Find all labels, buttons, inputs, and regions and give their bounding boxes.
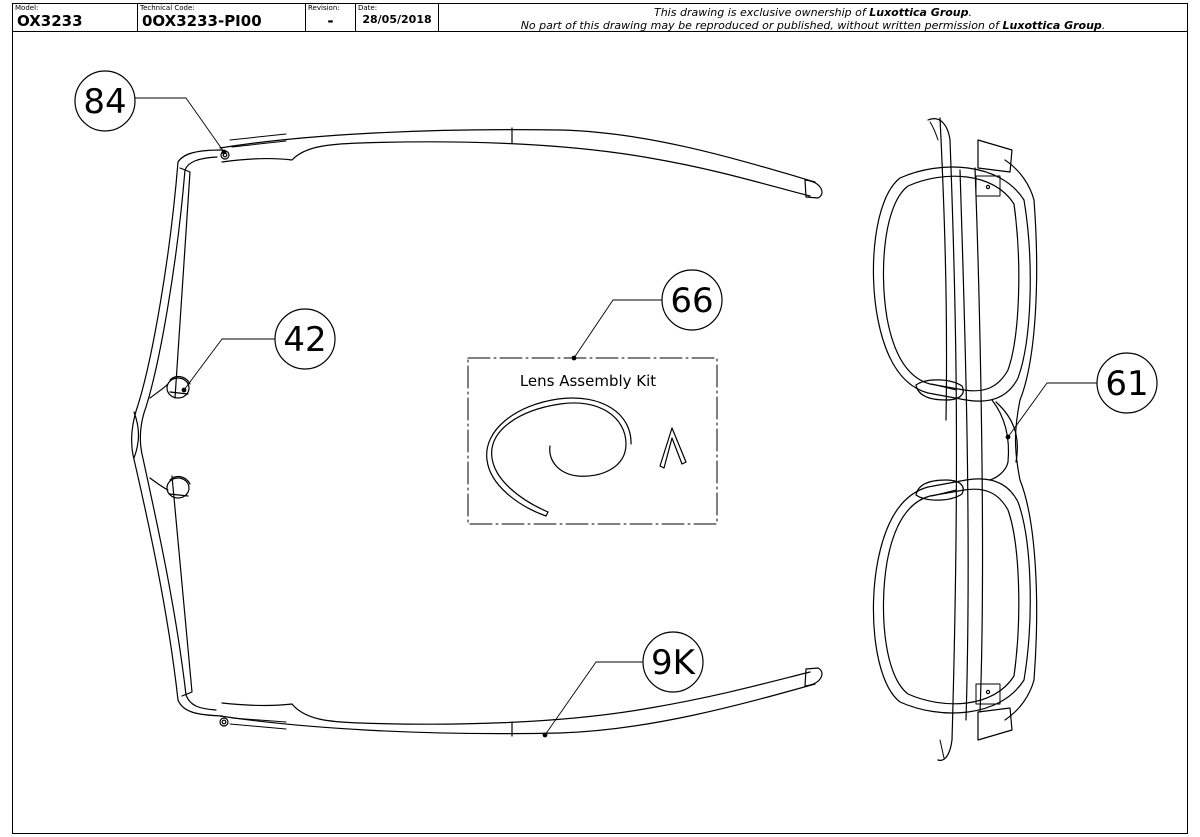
ownership-line-2: No part of this drawing may be reproduce… <box>520 19 1106 32</box>
ownership-notice: This drawing is exclusive ownership of L… <box>439 4 1187 32</box>
technical-code-value: 0OX3233-PI00 <box>142 12 262 30</box>
nose-pads-top-view <box>149 375 191 499</box>
callout-number-61: 61 <box>1105 364 1148 404</box>
folded-view-frame <box>872 117 1038 761</box>
callout-42: 42 <box>181 308 336 393</box>
screw-hole-lower <box>219 717 229 727</box>
date-value: 28/05/2018 <box>362 13 432 26</box>
callout-number-84: 84 <box>83 82 126 122</box>
model-cell: Model: OX3233 <box>13 4 138 31</box>
callout-number-66: 66 <box>670 281 713 321</box>
callout-66: 66 <box>571 269 723 361</box>
kit-dashed-box <box>467 357 718 525</box>
callout-61: 61 <box>1005 352 1158 440</box>
lower-temple <box>219 667 823 737</box>
technical-code-cell: Technical Code: 0OX3233-PI00 <box>138 4 306 31</box>
revision-value: - <box>327 12 334 30</box>
assembly-tool <box>659 427 687 469</box>
callout-9k: 9K <box>542 631 704 738</box>
top-view-frame <box>131 149 223 717</box>
title-block: Model: OX3233 Technical Code: 0OX3233-PI… <box>12 3 1188 32</box>
ownership-line-1: This drawing is exclusive ownership of L… <box>653 6 973 19</box>
model-label: Model: <box>15 4 39 12</box>
date-label: Date: <box>358 4 378 12</box>
nylon-wire <box>486 397 632 517</box>
date-cell: Date: 28/05/2018 <box>356 4 439 31</box>
kit-label: Lens Assembly Kit <box>520 372 656 390</box>
callout-number-42: 42 <box>283 320 326 360</box>
callout-84: 84 <box>74 70 227 155</box>
revision-cell: Revision: - <box>306 4 356 31</box>
lens-assembly-kit <box>467 357 718 525</box>
upper-temple <box>219 127 823 199</box>
revision-label: Revision: <box>308 4 340 12</box>
technical-code-label: Technical Code: <box>140 4 195 12</box>
callout-number-9k: 9K <box>651 643 697 683</box>
model-value: OX3233 <box>17 12 83 30</box>
